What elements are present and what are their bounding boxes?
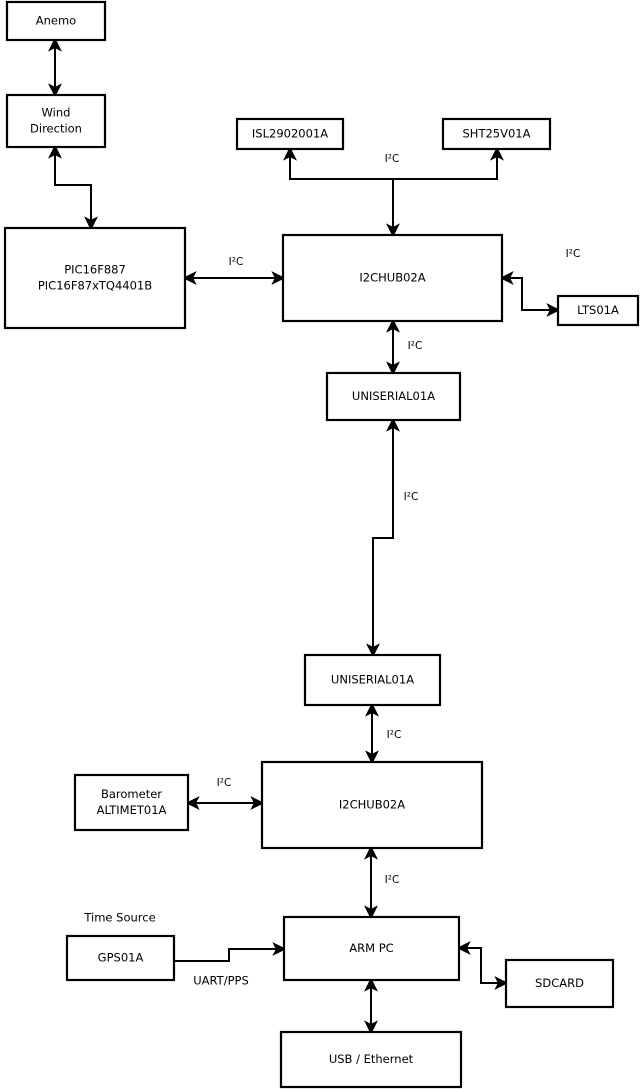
edge-path bbox=[48, 144, 98, 231]
edge-path bbox=[283, 146, 400, 238]
node-sht[interactable]: SHT25V01A bbox=[441, 117, 552, 151]
node-label-sht: SHT25V01A bbox=[463, 127, 531, 141]
node-armpc[interactable]: ARM PC bbox=[282, 915, 461, 982]
node-label-gps: GPS01A bbox=[98, 951, 144, 965]
node-box-isl[interactable] bbox=[235, 117, 345, 151]
edge-label-pic-hub-top: I²C bbox=[229, 256, 244, 268]
edge-armpc-sdcard bbox=[456, 941, 509, 990]
node-anemo[interactable]: Anemo bbox=[5, 0, 107, 42]
node-box-gps[interactable] bbox=[65, 934, 176, 982]
node-label-armpc: ARM PC bbox=[349, 941, 393, 955]
node-label-isl: ISL2902001A bbox=[252, 127, 328, 141]
node-isl[interactable]: ISL2902001A bbox=[235, 117, 345, 151]
node-box-barometer[interactable] bbox=[73, 773, 190, 832]
node-box-lts[interactable] bbox=[556, 294, 640, 327]
node-box-anemo[interactable] bbox=[5, 0, 107, 42]
edge-path bbox=[366, 417, 400, 658]
node-label-pic: PIC16F87xTQ4401B bbox=[38, 279, 152, 293]
node-box-armpc[interactable] bbox=[282, 915, 461, 982]
node-label-barometer: ALTIMET01A bbox=[97, 803, 167, 817]
node-usbeth[interactable]: USB / Ethernet bbox=[279, 1030, 463, 1089]
edge-barometer-hub-bot: I²C bbox=[185, 777, 265, 810]
node-box-pic[interactable] bbox=[3, 226, 187, 330]
edge-hub-top-isl-sht: I²C bbox=[283, 146, 504, 238]
edge-label-barometer-hub-bot: I²C bbox=[217, 777, 232, 789]
edge-wind-pic bbox=[48, 144, 98, 231]
node-uniserial_top[interactable]: UNISERIAL01A bbox=[325, 371, 462, 422]
edge-label-hub-bot-armpc: I²C bbox=[385, 874, 400, 886]
edge-hub-top-lts: I²C bbox=[499, 248, 581, 317]
node-label-hub_bot: I2CHUB02A bbox=[339, 798, 405, 812]
edge-hub-bot-armpc: I²C bbox=[364, 845, 400, 920]
edge-label-hub-top-uniserial: I²C bbox=[408, 340, 423, 352]
node-label-pic: PIC16F887 bbox=[64, 263, 126, 277]
node-box-hub_bot[interactable] bbox=[260, 760, 484, 850]
node-label-wind: Direction bbox=[30, 122, 82, 136]
node-label-barometer: Barometer bbox=[101, 787, 162, 801]
edge-path bbox=[499, 271, 561, 317]
label-uart-pps: UART/PPS bbox=[193, 974, 249, 988]
node-label-lts: LTS01A bbox=[577, 303, 619, 317]
node-label-sdcard: SDCARD bbox=[535, 976, 584, 990]
edge-path bbox=[174, 942, 287, 962]
node-label-wind: Wind bbox=[42, 106, 71, 120]
edge-hub-top-uniserial: I²C bbox=[386, 318, 423, 376]
node-hub_bot[interactable]: I2CHUB02A bbox=[260, 760, 484, 850]
node-gps[interactable]: GPS01A bbox=[65, 934, 176, 982]
node-box-uniserial_bot[interactable] bbox=[303, 653, 442, 707]
edge-pic-hub-top: I²C bbox=[182, 256, 286, 285]
node-box-sdcard[interactable] bbox=[504, 958, 615, 1009]
nodes-layer: AnemoWindDirectionPIC16F887PIC16F87xTQ44… bbox=[3, 0, 640, 1089]
node-label-uniserial_bot: UNISERIAL01A bbox=[331, 673, 414, 687]
label-time-source: Time Source bbox=[83, 911, 155, 925]
node-sdcard[interactable]: SDCARD bbox=[504, 958, 615, 1009]
node-label-hub_top: I2CHUB02A bbox=[359, 271, 425, 285]
edge-uniserial-link: I²C bbox=[366, 417, 419, 658]
edge-label-hub-top-isl-sht: I²C bbox=[385, 153, 400, 165]
edge-uniserial-hub-bot: I²C bbox=[365, 702, 402, 765]
node-box-hub_top[interactable] bbox=[281, 233, 504, 323]
edge-path bbox=[393, 146, 504, 180]
node-box-usbeth[interactable] bbox=[279, 1030, 463, 1089]
node-hub_top[interactable]: I2CHUB02A bbox=[281, 233, 504, 323]
edges-layer: I²C I²C I²C I²C I²C I²C I²C I²C bbox=[48, 37, 581, 1035]
edge-gps-armpc bbox=[174, 942, 287, 962]
node-label-anemo: Anemo bbox=[36, 14, 76, 28]
node-box-sht[interactable] bbox=[441, 117, 552, 151]
node-box-uniserial_top[interactable] bbox=[325, 371, 462, 422]
edge-label-uniserial-link: I²C bbox=[404, 491, 419, 503]
edge-label-hub-top-lts: I²C bbox=[566, 248, 581, 260]
edge-label-uniserial-hub-bot: I²C bbox=[387, 729, 402, 741]
node-uniserial_bot[interactable]: UNISERIAL01A bbox=[303, 653, 442, 707]
node-label-uniserial_top: UNISERIAL01A bbox=[352, 389, 435, 403]
node-label-usbeth: USB / Ethernet bbox=[329, 1052, 414, 1066]
edge-path bbox=[456, 941, 509, 990]
node-box-wind[interactable] bbox=[5, 93, 107, 149]
node-lts[interactable]: LTS01A bbox=[556, 294, 640, 327]
